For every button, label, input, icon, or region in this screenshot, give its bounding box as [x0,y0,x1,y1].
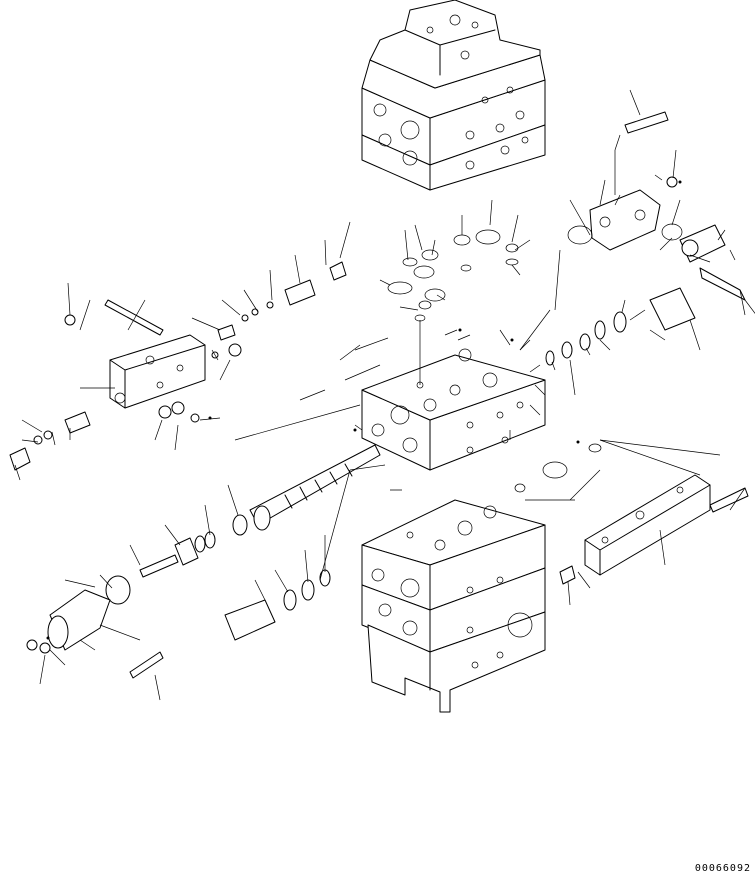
right-upper-parts [514,111,749,585]
detail-marks [46,180,682,640]
middle-valve-block [361,348,546,471]
figure-number: 00066092 [694,863,751,874]
lower-valve-stack [361,499,546,713]
solenoid-bottom-left [26,589,164,679]
leader-lines [14,89,755,701]
right-cover-plate [584,474,711,576]
top-valve-stack [361,0,546,191]
spool-assembly [105,444,381,605]
plug-bottom [224,569,331,641]
left-fittings [9,261,347,471]
left-cover-plate [109,334,206,409]
seal-cluster [387,229,519,322]
